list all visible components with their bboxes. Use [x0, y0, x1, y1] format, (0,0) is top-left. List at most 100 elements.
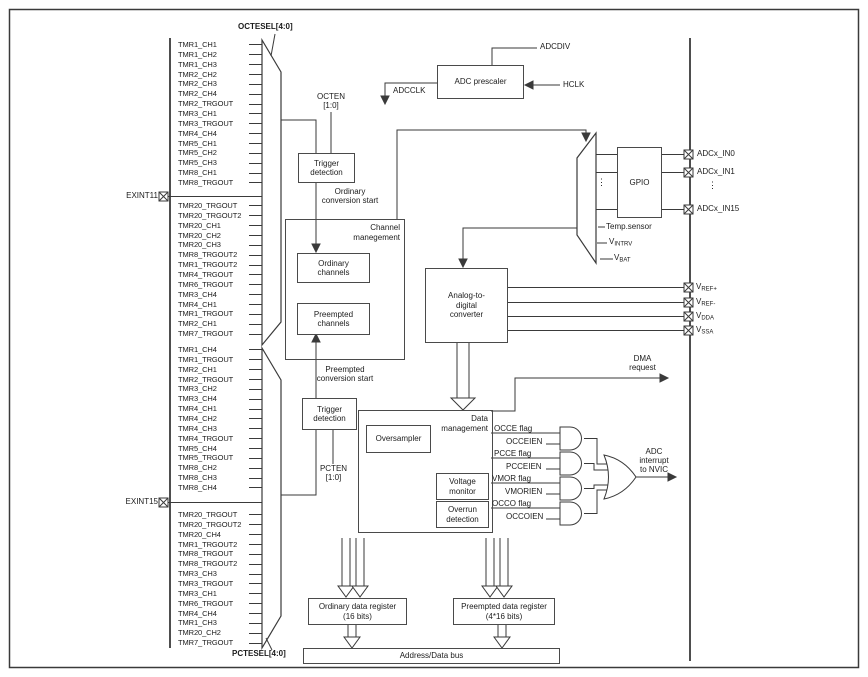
octesel-leader-line [270, 33, 276, 57]
adcx-in1-pin-icon [683, 167, 694, 178]
signal-row: TMR4_CH1 [178, 404, 262, 414]
signal-tick [249, 408, 262, 410]
octesel-label: OCTESEL[4:0] [238, 22, 293, 31]
signal-tick [249, 428, 262, 430]
exint11-label: EXINT11 [126, 191, 158, 200]
exint15-pin-icon [158, 497, 169, 508]
figure-border [8, 8, 860, 669]
signal-tick [249, 612, 262, 614]
adcclk-wire [384, 82, 437, 96]
arrowhead [311, 243, 321, 254]
signal-tick [249, 254, 262, 256]
signal-tick [249, 369, 262, 371]
signal-tick [249, 457, 262, 459]
gate-wire [584, 489, 608, 514]
gate-wire [584, 463, 610, 471]
signal-tick [249, 172, 262, 174]
signal-row: TMR2_TRGOUT [178, 99, 262, 109]
adcclk-label: ADCCLK [393, 86, 426, 95]
signal-tick [249, 477, 262, 479]
vssa-label: VSSA [696, 325, 714, 336]
address-data-bus-box: Address/Data bus [303, 648, 560, 664]
vmorien-label: VMORIEN [505, 487, 543, 496]
hclk-label: HCLK [563, 80, 585, 89]
hollow-arrowhead [343, 636, 361, 649]
signal-tick [249, 303, 262, 305]
adcdiv-wire [491, 47, 537, 65]
signal-tick [249, 603, 262, 605]
signal-row: TMR8_TRGOUT [178, 178, 262, 188]
hollow-arrowhead [493, 636, 511, 649]
signal-tick [249, 274, 262, 276]
signal-tick [249, 378, 262, 380]
signal-tick [249, 294, 262, 296]
pctesel-label: PCTESEL[4:0] [232, 649, 286, 658]
signal-tick [249, 447, 262, 449]
signal-row: TMR3_CH1 [178, 109, 262, 119]
ordinary-data-register-box: Ordinary data register(16 bits) [308, 598, 407, 625]
signal-row: TMR2_TRGOUT [178, 375, 262, 385]
signal-tick [249, 225, 262, 227]
channel-select-wire [396, 129, 587, 219]
signal-tick [249, 642, 262, 644]
hollow-arrowhead [351, 585, 369, 598]
vintrv-label: VINTRV [609, 237, 633, 248]
gpio-box: GPIO [617, 147, 662, 218]
hollow-arrowhead [481, 585, 499, 598]
arrowhead [659, 373, 670, 383]
signal-tick [249, 467, 262, 469]
occoien-label: OCCOIEN [506, 512, 544, 521]
signal-row: TMR7_TRGOUT [178, 638, 262, 648]
vmor-flag-label: VMOR flag [492, 474, 532, 483]
signal-tick [249, 398, 262, 400]
signal-tick [249, 553, 262, 555]
vrefm-pin-icon [683, 297, 694, 308]
pcceien-label: PCCEIEN [506, 462, 542, 471]
adcx-in15-pin-icon [683, 204, 694, 215]
and-gate-pcce [559, 451, 582, 476]
arrowhead [581, 132, 591, 143]
signal-tick [249, 524, 262, 526]
vrefp-label: VREF+ [696, 282, 717, 293]
signal-tick [249, 563, 262, 565]
signal-tick [249, 244, 262, 246]
signal-row: TMR6_TRGOUT [178, 280, 262, 290]
arrowhead [311, 332, 321, 343]
signal-tick [249, 284, 262, 286]
hollow-arrowhead [337, 585, 355, 598]
adcx-in0-label: ADCx_IN0 [697, 149, 735, 158]
signal-row: TMR3_TRGOUT [178, 579, 262, 589]
signal-row: TMR4_CH1 [178, 300, 262, 310]
signal-tick [249, 142, 262, 144]
signal-tick [249, 514, 262, 516]
signal-row: TMR3_CH1 [178, 589, 262, 599]
signal-row: TMR2_CH2 [178, 70, 262, 80]
mux-input-ellipsis: ⋮ [597, 177, 606, 187]
signal-tick [249, 123, 262, 125]
adcx-in15-label: ADCx_IN15 [697, 204, 740, 213]
signal-row: TMR2_CH3 [178, 79, 262, 89]
gate-wire [584, 484, 610, 489]
signal-row: TMR6_TRGOUT [178, 599, 262, 609]
signal-tick [249, 543, 262, 545]
signal-tick [249, 622, 262, 624]
signal-row: TMR5_CH4 [178, 444, 262, 454]
arrowhead [523, 80, 534, 90]
signal-tick [249, 54, 262, 56]
ordinary-trigger-mux [261, 37, 282, 347]
adcx-in1-label: ADCx_IN1 [697, 167, 735, 176]
octen-label: OCTEN[1:0] [317, 92, 345, 110]
signal-row: TMR20_TRGOUT2 [178, 520, 262, 530]
